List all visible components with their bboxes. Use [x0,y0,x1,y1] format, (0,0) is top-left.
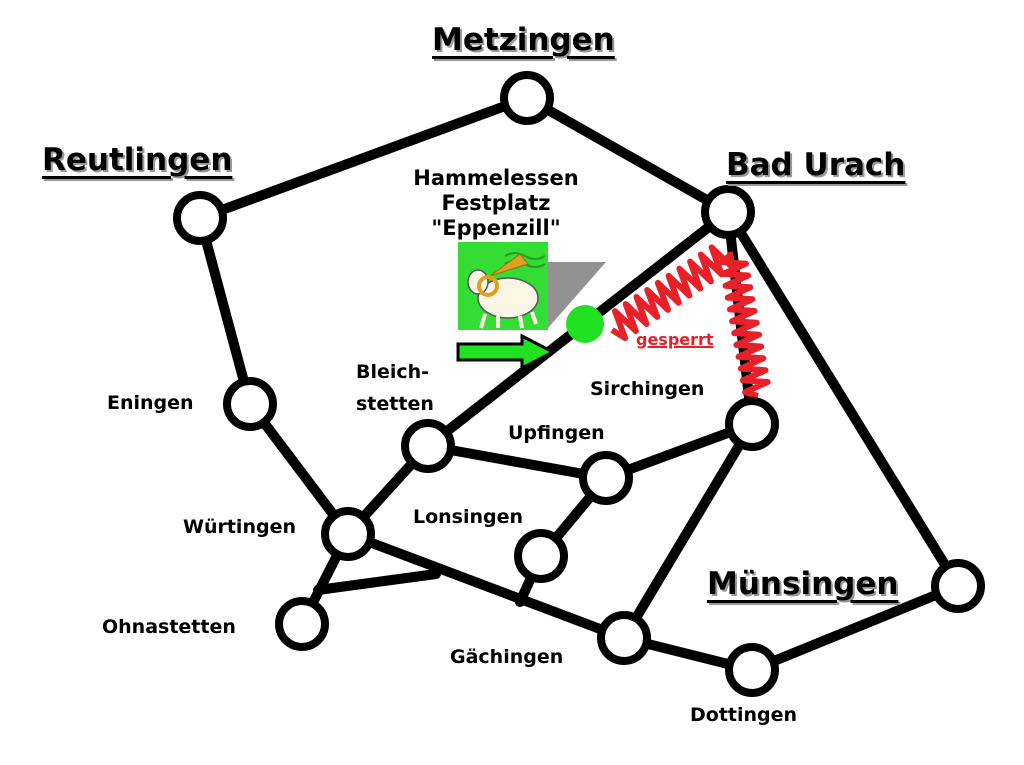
road-bad-urach-muensingen [723,207,963,591]
label-bleichstetten-2: stetten [356,393,434,415]
road-eningen-wuertingen [245,399,353,539]
node-metzingen[interactable] [500,71,554,125]
label-dottingen: Dottingen [690,704,798,726]
node-reutlingen[interactable] [173,191,227,245]
node-sirchingen[interactable] [725,397,779,451]
label-wuertingen: Würtingen [183,516,296,538]
node-upfingen[interactable] [579,451,633,505]
road-reutlingen-eningen [195,213,255,409]
node-eningen[interactable] [223,377,277,431]
road-wuertingen-gaechingen [343,529,629,643]
node-gaechingen[interactable] [597,611,651,665]
node-wuertingen[interactable] [321,507,375,561]
image-shadow [548,262,606,328]
road-sirchingen-gaechingen [619,419,757,643]
label-sirchingen: Sirchingen [590,378,705,400]
node-dottingen[interactable] [725,643,779,697]
label-metzingen: Metzingen [432,22,615,58]
node-bad-urach[interactable] [701,185,755,239]
event-location-marker[interactable] [566,305,604,343]
label-upfingen: Upfingen [508,422,605,444]
road-reutlingen-metzingen [195,93,532,223]
label-bad-urach: Bad Urach [726,147,906,183]
label-reutlingen: Reutlingen [42,142,233,178]
sheep-icon [458,242,548,330]
label-bleichstetten-1: Bleich- [356,361,430,383]
label-eningen: Eningen [107,392,194,414]
node-bleichstetten[interactable] [401,419,455,473]
closed-road-zigzag [610,244,736,342]
road-bleichstetten-upfingen [423,441,611,483]
node-ohnastetten[interactable] [275,597,329,651]
arrow-icon [456,333,557,371]
event-label: Hammelessen Festplatz "Eppenzill" [398,166,594,241]
node-lonsingen[interactable] [514,529,568,583]
event-line-1: Hammelessen [413,166,579,190]
road-metzingen-bad-urach [522,93,733,217]
closed-road-zigzag [718,251,771,399]
road-ohnastetten-junction [313,569,441,595]
node-muensingen[interactable] [931,559,985,613]
event-line-2: Festplatz [441,191,551,215]
label-bleichstetten: Bleich- stetten [356,356,434,420]
event-line-3: "Eppenzill" [431,216,561,240]
label-gaechingen: Gächingen [450,646,564,668]
label-lonsingen: Lonsingen [413,506,524,528]
label-muensingen: Münsingen [707,566,899,602]
road-muensingen-dottingen [747,581,963,675]
closure-label: gesperrt [636,330,714,349]
label-ohnastetten: Ohnastetten [102,616,236,638]
